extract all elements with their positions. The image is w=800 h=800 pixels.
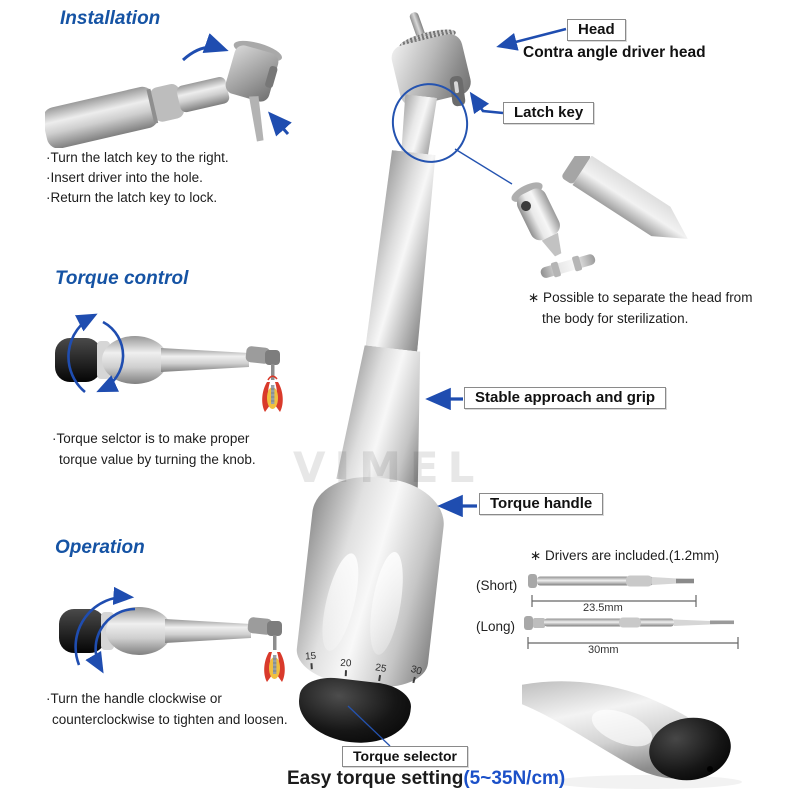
dial-value: 25 — [374, 662, 388, 675]
shaft — [365, 150, 439, 355]
installation-handpiece-body — [45, 76, 230, 148]
bullet-line: ·Return the latch key to lock. — [46, 190, 218, 205]
turn-cw-arrow-icon — [74, 586, 135, 666]
elbow — [245, 346, 271, 364]
bullet-line: counterclockwise to tighten and loosen. — [52, 712, 288, 727]
tick-mark — [344, 670, 347, 677]
bullet-line: ·Torque selctor is to make proper — [52, 431, 250, 446]
dial-value: 15 — [304, 650, 317, 663]
short-driver-photo — [528, 574, 694, 588]
short-driver-dimension-line — [531, 595, 697, 607]
rotate-ccw-arrow-icon — [67, 313, 98, 393]
drivers-note: ∗ Drivers are included.(1.2mm) — [530, 548, 720, 563]
stable-grip-callout-box: Stable approach and grip — [464, 387, 667, 409]
detached-parts-photo — [511, 156, 688, 278]
operation-bullets: ·Turn the handle clockwise or counterclo… — [46, 688, 288, 730]
head-callout-subtitle: Contra angle driver head — [523, 44, 706, 61]
turn-ccw-arrow-icon — [85, 607, 136, 674]
installation-title: Installation — [60, 8, 161, 29]
tick-mark — [310, 663, 313, 670]
note-line: ∗ Possible to separate the head from — [528, 290, 753, 305]
torque-selector-callout-box: Torque selector — [342, 746, 468, 767]
grip-highlight — [315, 550, 366, 655]
implant-tooth-icon — [264, 652, 285, 682]
latch-key-callout-box: Latch key — [503, 102, 595, 124]
grip-highlight — [364, 549, 409, 657]
handle-bulge — [102, 336, 168, 384]
operation-photo — [59, 586, 285, 682]
long-driver-dimension-line — [527, 637, 739, 649]
driver-bit — [271, 364, 275, 380]
note-line: the body for sterilization. — [542, 311, 689, 326]
bullet-line: ·Insert driver into the hole. — [46, 170, 203, 185]
mini-head — [267, 621, 282, 636]
head-callout-box: Head — [567, 19, 626, 41]
detached-head-piece — [511, 182, 562, 257]
installation-handpiece-head — [225, 40, 282, 142]
torque-knob — [55, 338, 101, 382]
easy-torque-setting-text: Easy torque setting(5~35N/cm) — [287, 768, 565, 790]
dial-tick: 30 — [405, 664, 423, 692]
handle-tip-photo — [522, 681, 742, 789]
tick-mark — [377, 674, 381, 682]
dial-value: 30 — [409, 663, 423, 678]
tick-mark — [411, 676, 416, 683]
footer-black-text: Easy torque setting — [287, 768, 464, 789]
handle-knob — [59, 609, 105, 653]
sterilization-note: ∗ Possible to separate the head from the… — [528, 287, 752, 329]
tip-black-cap — [649, 717, 731, 781]
insert-driver-arrow-icon — [268, 111, 292, 137]
torque-control-title: Torque control — [55, 268, 189, 289]
cap-dot — [707, 766, 713, 772]
short-driver-label: (Short) — [476, 578, 518, 593]
dial-tick: 15 — [305, 651, 318, 678]
short-driver-dimension: 23.5mm — [583, 602, 623, 614]
footer-blue-text: (5~35N/cm) — [463, 768, 566, 789]
detached-connector-rod — [540, 254, 596, 278]
tip-oval-highlight — [591, 709, 653, 747]
torque-control-bullets: ·Torque selctor is to make proper torque… — [52, 428, 256, 470]
driver-bit — [273, 635, 277, 650]
bullet-line: ·Turn the latch key to the right. — [46, 150, 229, 165]
long-driver-label: (Long) — [476, 619, 516, 634]
shaft — [165, 619, 251, 643]
torque-handle-callout-box: Torque handle — [479, 493, 604, 515]
bullet-line: torque value by turning the knob. — [59, 452, 256, 467]
operation-title: Operation — [55, 537, 145, 558]
bullet-line: ·Turn the handle clockwise or — [46, 691, 222, 706]
mini-head — [265, 350, 280, 365]
dial-value: 20 — [339, 657, 352, 670]
detached-body-sleeve — [562, 156, 688, 239]
elbow — [247, 617, 273, 635]
installation-photo — [45, 33, 292, 148]
long-driver-dimension: 30mm — [588, 644, 619, 656]
long-driver-photo — [524, 616, 734, 630]
watermark: VIMEL — [293, 443, 484, 492]
rotate-latch-arrow-icon — [181, 33, 229, 62]
shaft — [161, 348, 249, 372]
handle-bulge — [106, 607, 172, 655]
rotate-cw-arrow-icon — [96, 320, 125, 393]
torque-control-photo — [55, 313, 283, 412]
implant-tooth-icon — [262, 375, 283, 412]
installation-bullets: ·Turn the latch key to the right. ·Inser… — [46, 148, 229, 208]
